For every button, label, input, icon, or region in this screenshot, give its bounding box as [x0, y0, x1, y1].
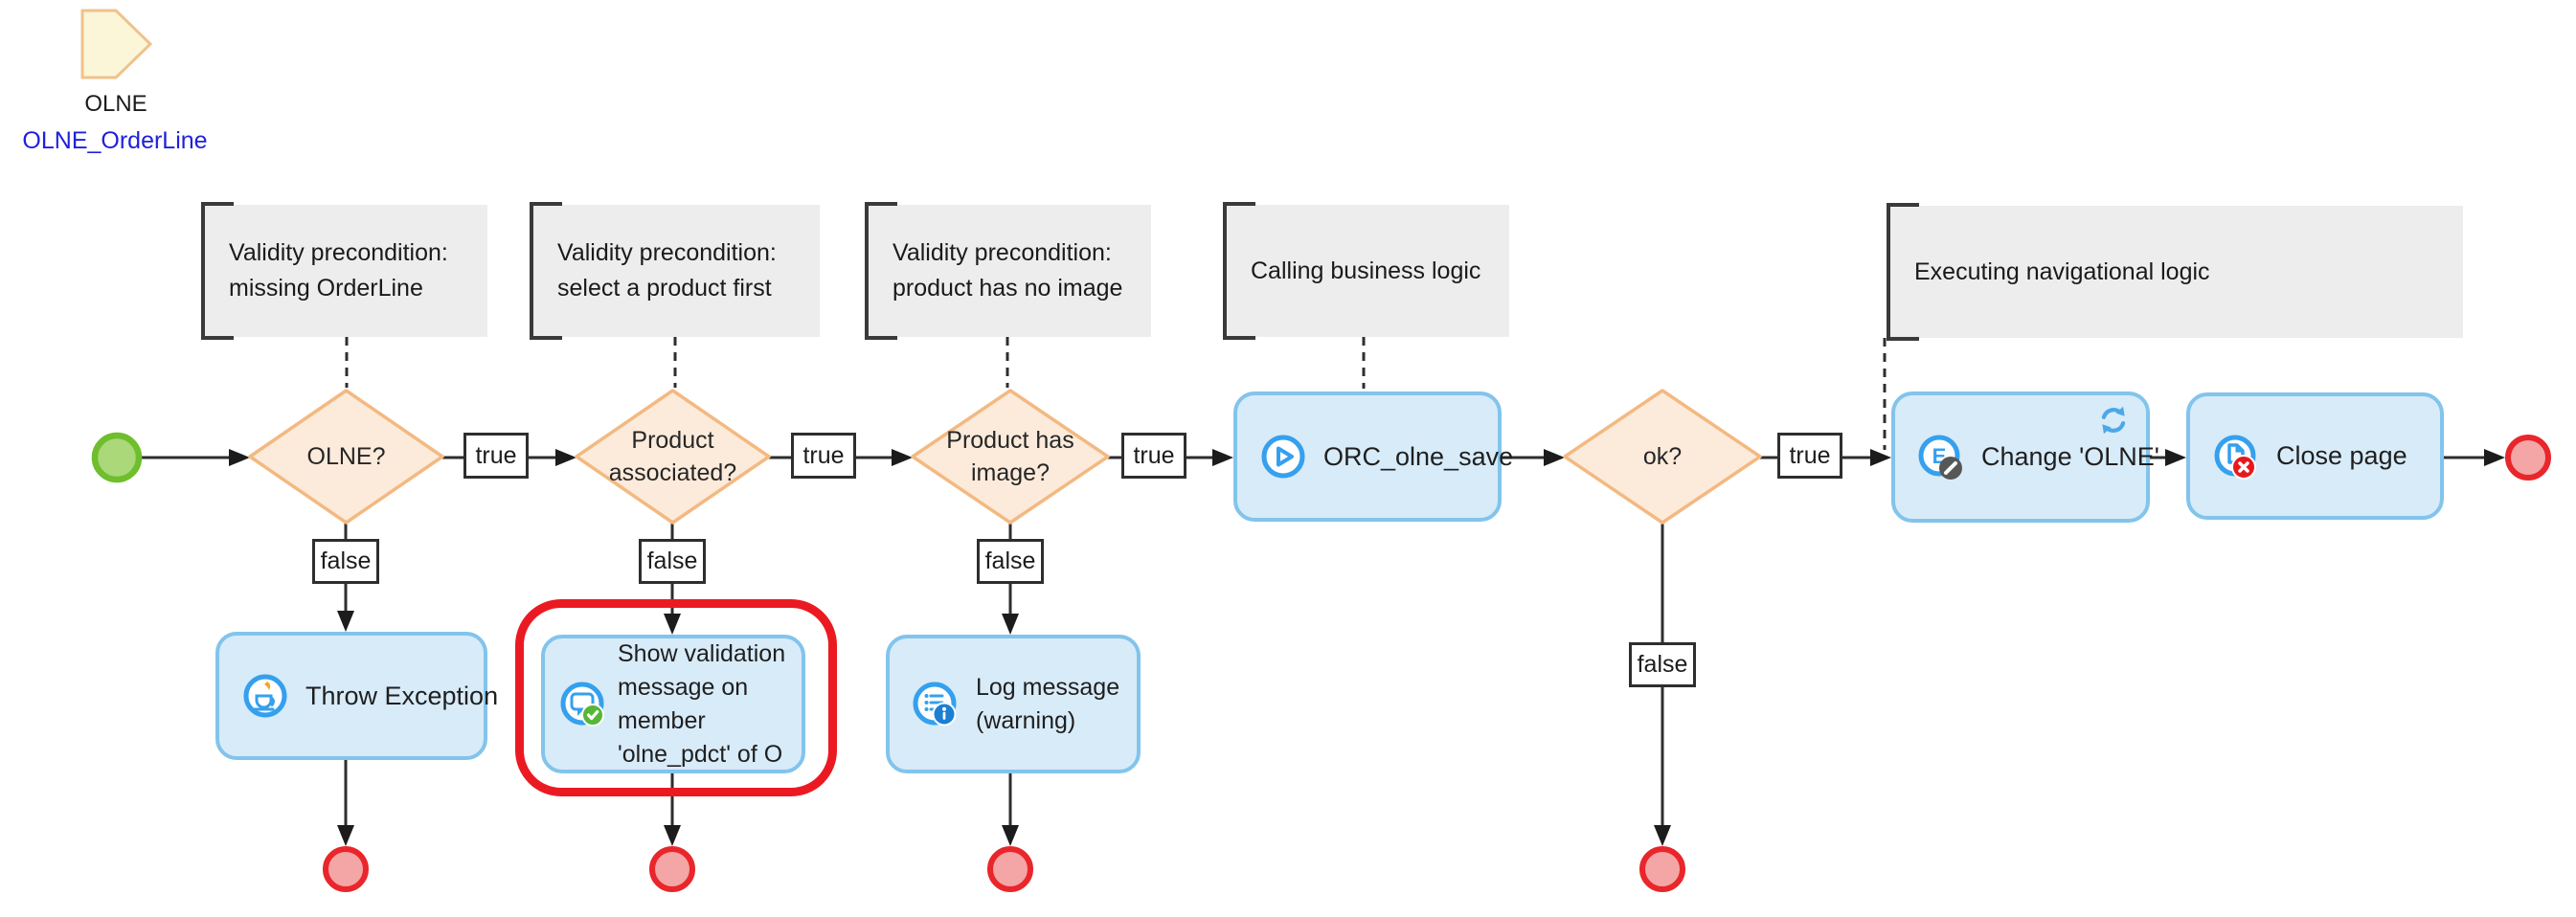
- end-node[interactable]: [987, 846, 1033, 892]
- comment-text: product has no image: [893, 275, 1123, 302]
- edge-label-false[interactable]: false: [312, 539, 379, 584]
- node-orc-olne-save[interactable]: ORC_olne_save: [1233, 391, 1513, 522]
- edge-label-true[interactable]: true: [1121, 433, 1186, 479]
- entity-flag-reference-link[interactable]: OLNE_OrderLine: [22, 127, 208, 154]
- comment-text: Calling business logic: [1251, 257, 1481, 284]
- edge-label-true[interactable]: true: [791, 433, 856, 479]
- comment-text: Validity precondition:: [229, 239, 448, 266]
- comment-calling-business-logic[interactable]: Calling business logic: [1225, 205, 1509, 337]
- node-show-validation-message[interactable]: Show validation message on member 'olne_…: [541, 635, 805, 773]
- decision-product-associated[interactable]: [575, 389, 771, 525]
- entity-flag-label: OLNE: [84, 91, 147, 117]
- comment-text: Validity precondition:: [893, 239, 1112, 266]
- edge-label-false[interactable]: false: [1629, 642, 1696, 687]
- decision-ok[interactable]: [1563, 389, 1762, 525]
- end-node[interactable]: [1639, 846, 1685, 892]
- comment-validity-select-product[interactable]: Validity precondition: select a product …: [531, 205, 820, 337]
- comment-validity-missing-orderline[interactable]: Validity precondition: missing OrderLine: [203, 205, 487, 337]
- decision-olne[interactable]: [248, 389, 444, 525]
- close-page-icon: [2214, 435, 2256, 480]
- flow-arrowheads: [229, 449, 2505, 846]
- validation-message-icon: [560, 682, 604, 727]
- comment-text: select a product first: [557, 275, 772, 302]
- refresh-icon: [2101, 406, 2126, 435]
- exception-icon: [243, 674, 287, 718]
- node-change-olne[interactable]: E Change 'OLNE': [1891, 391, 2159, 523]
- end-node[interactable]: [323, 846, 369, 892]
- comment-connectors: [345, 337, 1887, 450]
- entity-flag-shape[interactable]: [80, 9, 153, 79]
- node-label: Change 'OLNE': [1981, 442, 2159, 471]
- comment-text: missing OrderLine: [229, 275, 423, 302]
- comment-executing-navigational-logic[interactable]: Executing navigational logic: [1888, 206, 2463, 338]
- end-node[interactable]: [649, 846, 695, 892]
- end-node[interactable]: [2505, 435, 2551, 481]
- start-node[interactable]: [91, 432, 143, 483]
- edit-entity-icon: E: [1918, 435, 1962, 480]
- decision-label-olne: OLNE?: [306, 443, 386, 470]
- node-label: ORC_olne_save: [1323, 441, 1514, 471]
- play-icon: [1261, 435, 1305, 479]
- edge-label-false[interactable]: false: [639, 539, 706, 584]
- edge-label-true[interactable]: true: [1777, 433, 1842, 479]
- node-close-page[interactable]: Close page: [2186, 392, 2444, 520]
- node-throw-exception[interactable]: Throw Exception: [215, 632, 498, 760]
- node-label: Throw Exception: [305, 681, 499, 710]
- node-label: Close page: [2276, 441, 2407, 470]
- comment-text: Validity precondition:: [557, 239, 777, 266]
- edge-label-true[interactable]: true: [463, 433, 529, 479]
- edge-label-false[interactable]: false: [977, 539, 1044, 584]
- comment-bracket: [530, 202, 562, 340]
- node-log-message-warning[interactable]: Log message (warning): [886, 635, 1141, 773]
- log-message-icon: [913, 682, 957, 726]
- comment-bracket: [1887, 203, 1919, 341]
- flow-lines: [142, 456, 2487, 828]
- red-highlight-annotation: [515, 599, 837, 796]
- comment-bracket: [201, 202, 234, 340]
- node-label: Log message (warning): [976, 673, 1120, 734]
- comment-validity-no-image[interactable]: Validity precondition: product has no im…: [867, 205, 1151, 337]
- node-label: Show validation message on member 'olne_…: [618, 639, 786, 768]
- decision-product-has-image[interactable]: [911, 389, 1110, 525]
- comment-bracket: [865, 202, 897, 340]
- comment-text: Executing navigational logic: [1914, 257, 2210, 285]
- decision-label-ok: ok?: [1642, 443, 1683, 470]
- comment-bracket: [1223, 202, 1255, 340]
